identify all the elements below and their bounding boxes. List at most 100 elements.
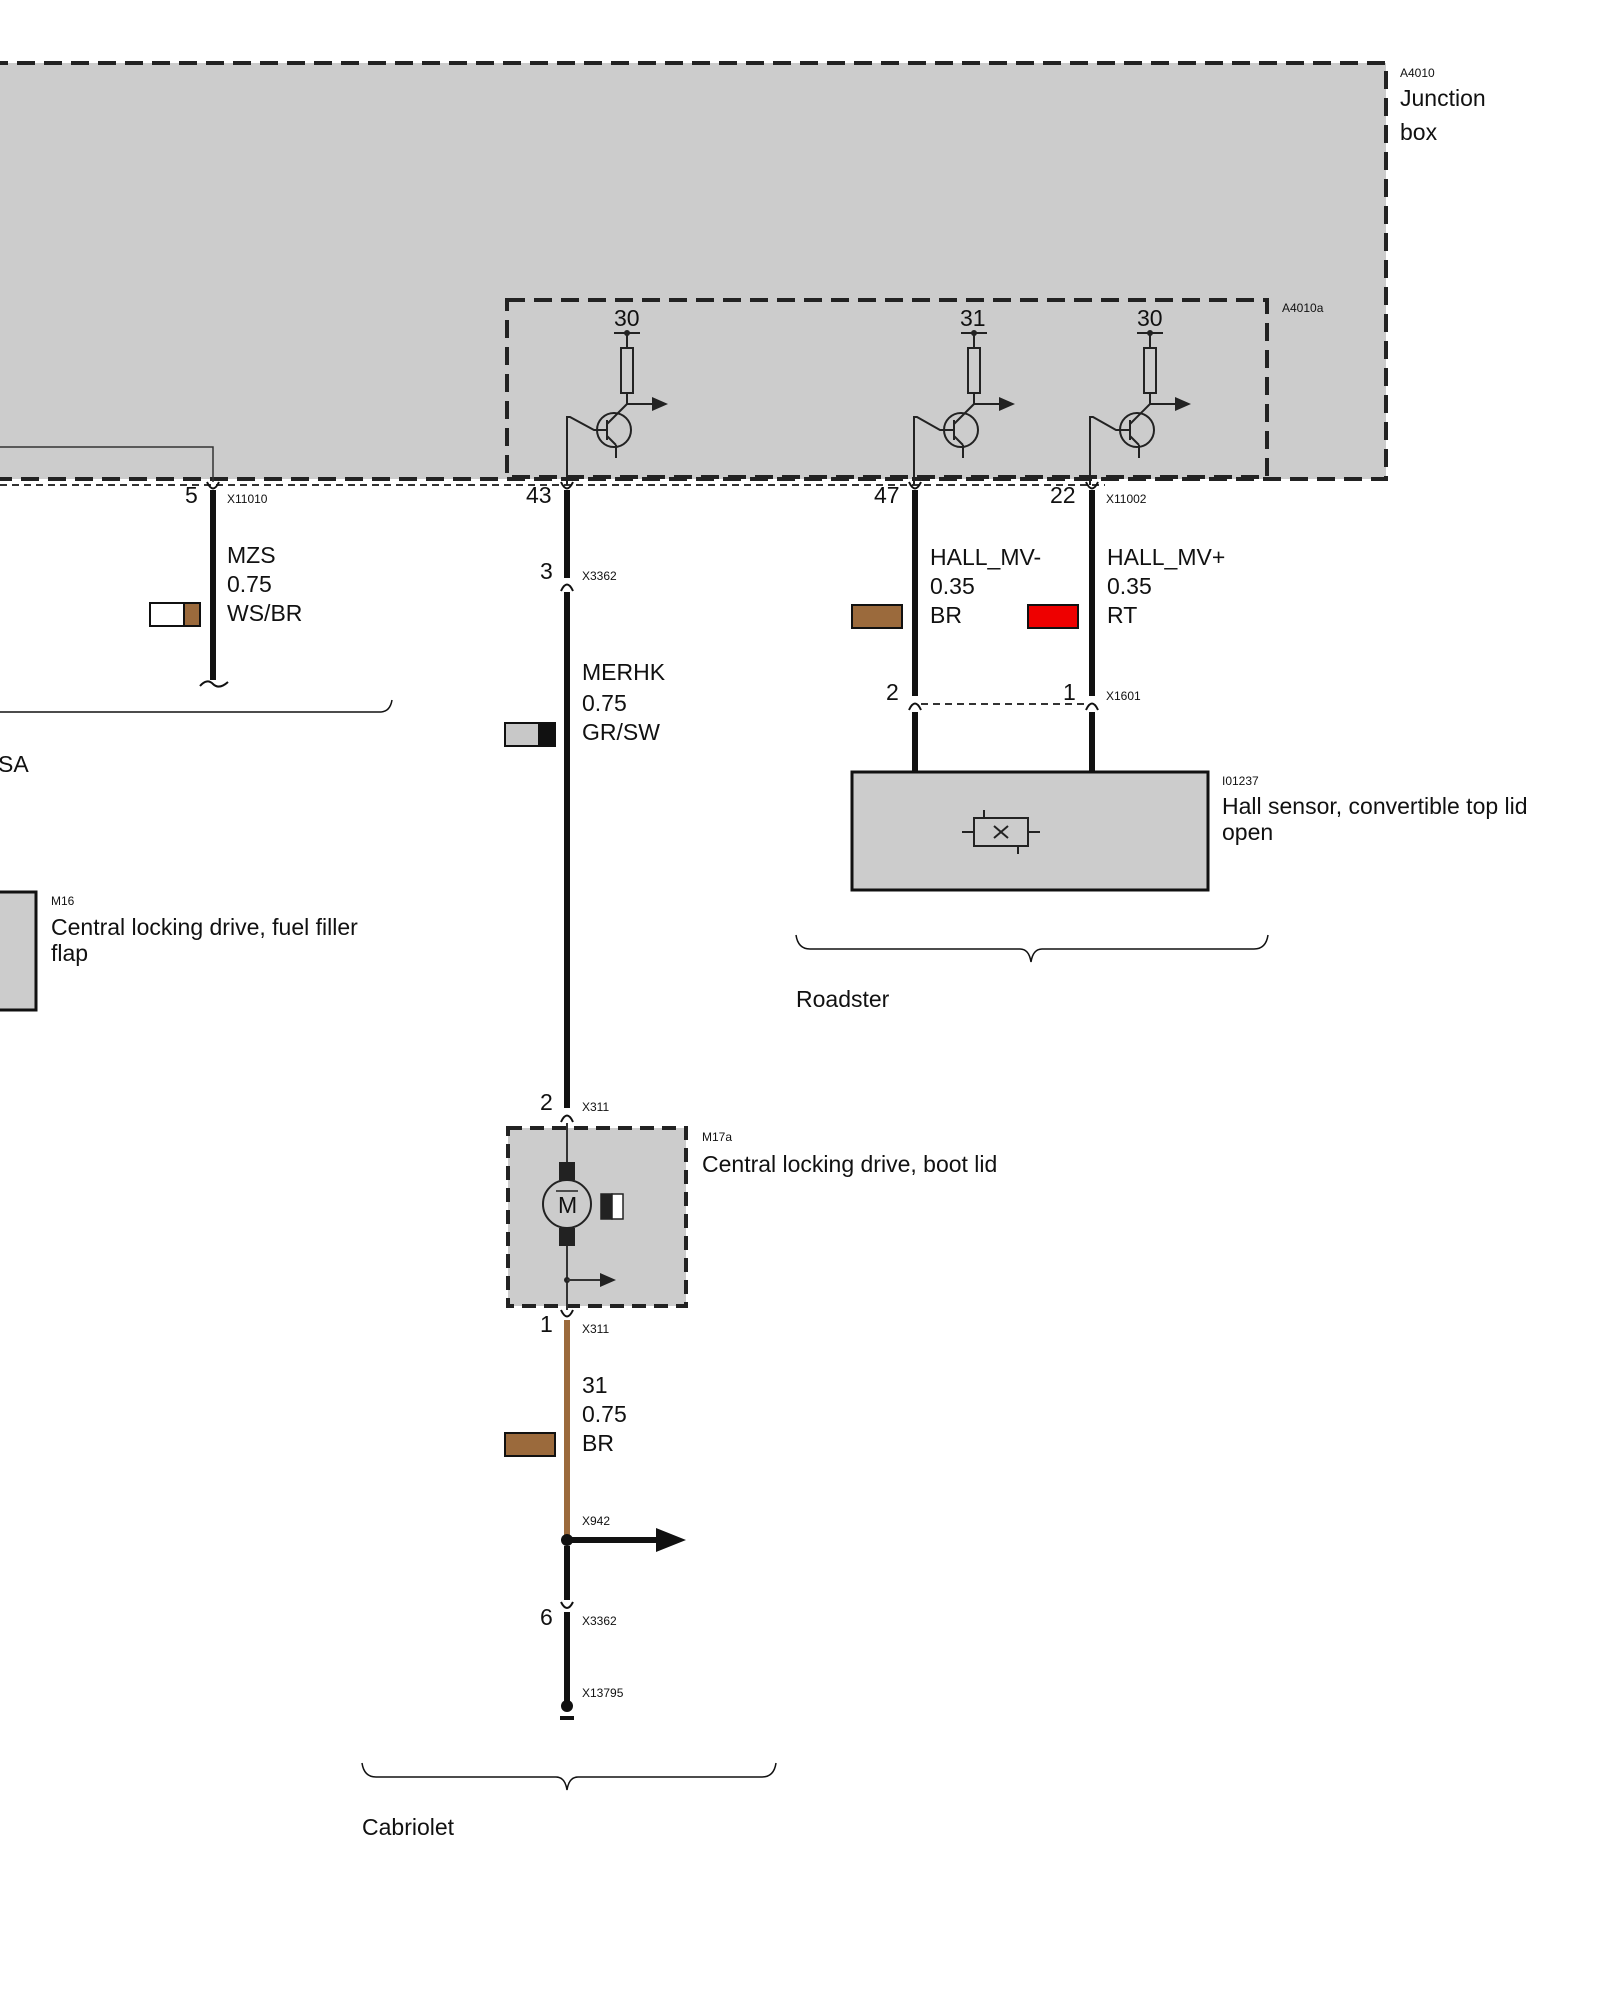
- stage-3-base-lead: [1089, 416, 1130, 485]
- stage-1-emitter: [606, 435, 617, 446]
- wire-merhk-swatch-black: [538, 722, 556, 747]
- wire-hall-minus-swatch: [851, 604, 903, 629]
- stage-2-resistor: [967, 347, 981, 394]
- wire-merhk-size: 0.75: [582, 690, 627, 716]
- wire-hall-plus-color: RT: [1107, 602, 1137, 628]
- stage-2-emitter: [953, 435, 964, 446]
- boot-lid-drive-name: Central locking drive, boot lid: [702, 1151, 997, 1177]
- motor-switch-light: [611, 1193, 624, 1220]
- wire-hall-plus-signal: HALL_MV+: [1107, 544, 1225, 570]
- junction-box-name-2: box: [1400, 119, 1438, 145]
- pin-mzs-connector: X11010: [227, 492, 268, 506]
- pin-22-number: 22: [1050, 482, 1076, 508]
- fuel-flap-drive-name-2: flap: [51, 940, 88, 966]
- stage-3-emitter: [1129, 435, 1140, 446]
- fuel-flap-drive-body: [0, 890, 38, 1012]
- motor-feedback-arrow: [600, 1273, 616, 1287]
- pin-motor-2-connector: X311: [582, 1100, 609, 1114]
- wire-merhk-swatch-gray: [504, 722, 540, 747]
- pin-sensor-2-number: 2: [886, 679, 899, 705]
- hall-symbol-cross-2: [993, 825, 1009, 839]
- stage-1-base-lead: [566, 416, 607, 485]
- group-label-roadster: Roadster: [796, 986, 890, 1012]
- stage-1-out-arrow: [652, 397, 668, 411]
- stage-1-resistor: [620, 347, 634, 394]
- pin-mzs-number: 5: [185, 482, 198, 508]
- hall-sensor-ref: I01237: [1222, 774, 1259, 788]
- pin-3-number: 3: [540, 558, 553, 584]
- pin-43-mark: [560, 481, 574, 490]
- pin-47-number: 47: [874, 482, 900, 508]
- fuel-flap-drive: M16 Central locking drive, fuel filler f…: [0, 890, 358, 1012]
- wire-mzs-color: WS/BR: [227, 600, 302, 626]
- wire-hall-minus-signal: HALL_MV-: [930, 544, 1041, 570]
- hall-sensor-name-2: open: [1222, 819, 1273, 845]
- boot-lid-drive-ref: M17a: [702, 1130, 732, 1144]
- wire-hall-minus-size: 0.35: [930, 573, 975, 599]
- splice-x942-connector: X942: [582, 1514, 610, 1528]
- pin-ground-6-number: 6: [540, 1604, 553, 1630]
- pin-motor-1-mark: [560, 1309, 574, 1318]
- motor-switch-dark: [600, 1193, 613, 1220]
- motor-brush-bottom: [559, 1228, 575, 1246]
- boot-lid-drive: 2 X311 M17a Central locking drive, boot …: [506, 1089, 997, 1337]
- transistor-stage-3: 30: [1089, 305, 1191, 485]
- wire-ground-signal: 31: [582, 1372, 608, 1398]
- stage-3-out-arrow: [1175, 397, 1191, 411]
- stage-2-collector: [953, 403, 975, 425]
- pin-sensor-1-number: 1: [1063, 679, 1076, 705]
- wire-hall-plus-size: 0.35: [1107, 573, 1152, 599]
- wire-mzs-swatch-white: [149, 602, 185, 627]
- wire-mzs-end: [199, 680, 229, 688]
- boot-lid-drive-body: [506, 1126, 688, 1308]
- group-bracket-roadster: [795, 934, 1269, 963]
- pin-3-connector: X3362: [582, 569, 617, 583]
- fuel-flap-drive-ref: M16: [51, 894, 75, 908]
- stage-3-supply: 30: [1137, 305, 1163, 331]
- ground-end-point: [561, 1700, 573, 1712]
- wire-merhk-signal: MERHK: [582, 659, 666, 685]
- hall-sensor: I01237 Hall sensor, convertible top lid …: [850, 770, 1528, 892]
- stage-3-resistor: [1143, 347, 1157, 394]
- pin-22-mark: [1085, 481, 1099, 490]
- wire-merhk: 43 3 X3362 MERHK 0.75 GR/SW: [504, 481, 666, 1108]
- pin-ground-6-connector: X3362: [582, 1614, 617, 1628]
- pin-47-mark: [908, 481, 922, 490]
- group-bracket-cabriolet: [361, 1762, 777, 1791]
- wire-hall-minus-color: BR: [930, 602, 962, 628]
- pin-sensor-1-mark: [1085, 702, 1099, 711]
- wire-mzs: 5 X11010 MZS 0.75 WS/BR: [149, 481, 302, 688]
- hall-sensor-name-1: Hall sensor, convertible top lid: [1222, 793, 1528, 819]
- pin-motor-2-mark: [560, 1114, 574, 1123]
- stage-1-collector: [606, 403, 628, 425]
- pin-sensor-2-mark: [908, 702, 922, 711]
- transistor-stage-2: 31: [913, 305, 1015, 485]
- wire-merhk-color: GR/SW: [582, 719, 660, 745]
- motor-brush-top: [559, 1162, 575, 1180]
- wire-ground-swatch: [504, 1432, 556, 1457]
- wire-ground-color: BR: [582, 1430, 614, 1456]
- wire-ground: 31 0.75 BR X942 6 X3362 X13795: [504, 1320, 686, 1720]
- pin-motor-1-number: 1: [540, 1311, 553, 1337]
- stage-3-collector: [1129, 403, 1151, 425]
- wire-hall-plus-swatch: [1027, 604, 1079, 629]
- pin-sensor-1-connector: X1601: [1106, 689, 1141, 703]
- wire-mzs-swatch-brown: [183, 602, 201, 627]
- wire-mzs-signal: MZS: [227, 542, 276, 568]
- group-bracket-sa: [0, 699, 393, 713]
- group-label-sa: SA: [0, 751, 29, 777]
- pin-43-number: 43: [526, 482, 552, 508]
- pin-22-connector: X11002: [1106, 492, 1147, 506]
- group-label-cabriolet: Cabriolet: [362, 1814, 455, 1840]
- pin-motor-2-number: 2: [540, 1089, 553, 1115]
- stage-2-base-lead: [913, 416, 954, 485]
- fuel-flap-drive-name-1: Central locking drive, fuel filler: [51, 914, 358, 940]
- pin-3-mark: [560, 583, 574, 592]
- internal-trace-mzs: [0, 446, 214, 482]
- motor-symbol-letter: M: [558, 1192, 577, 1218]
- junction-box-ref: A4010: [1400, 66, 1435, 80]
- stage-1-supply: 30: [614, 305, 640, 331]
- splice-branch-arrow: [656, 1528, 686, 1552]
- transistor-stage-1: 30: [566, 305, 668, 485]
